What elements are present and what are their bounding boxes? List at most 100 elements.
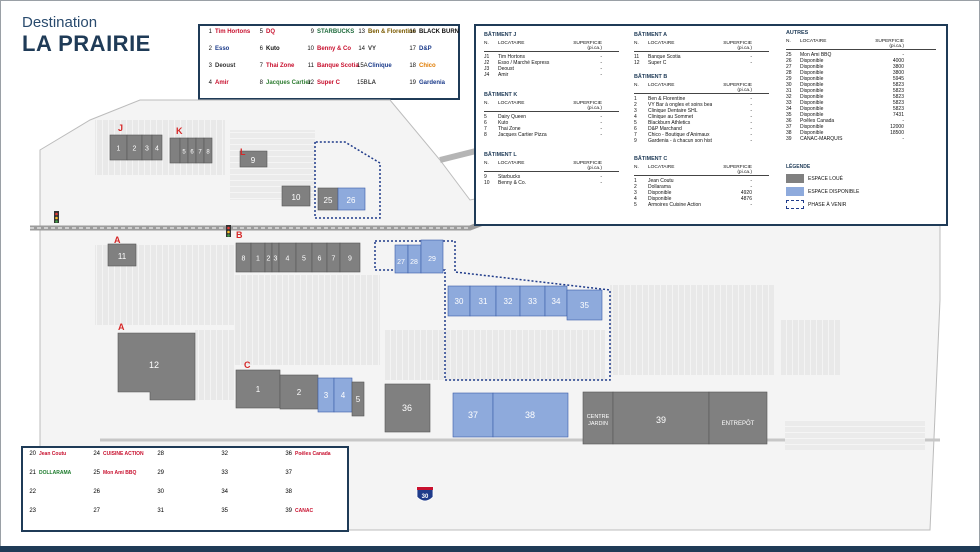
title-la-prairie: LA PRAIRIE bbox=[22, 31, 151, 56]
logo-number: 10 bbox=[307, 46, 314, 52]
building-l[interactable]: 9 10 bbox=[239, 150, 311, 207]
unit-31-label: 31 bbox=[479, 297, 488, 306]
logo-number: 20 bbox=[29, 451, 36, 457]
logo-brand: VY bbox=[368, 46, 377, 52]
logo-brand: Benny & Co bbox=[317, 46, 352, 52]
unit-36[interactable]: 36 bbox=[384, 383, 431, 433]
unit-c3-label: 3 bbox=[324, 391, 329, 400]
unit-b7-7-label: 7 bbox=[332, 256, 336, 263]
unit-c5-shape bbox=[351, 381, 365, 417]
logo-number: 19 bbox=[409, 80, 416, 86]
logo-number: 7 bbox=[259, 63, 263, 69]
logo-brand: Ben & Florentine bbox=[368, 29, 417, 35]
logo-brand: Tim Hortons bbox=[215, 29, 251, 35]
tenant-logo-37: 37 bbox=[283, 470, 295, 476]
entrepot-label: ENTREPÔT bbox=[722, 420, 755, 427]
logo-brand: Esso bbox=[215, 46, 230, 52]
logo-number: 17 bbox=[409, 46, 416, 52]
unit-j4-shape bbox=[151, 134, 163, 161]
tenant-logo-31: 31 bbox=[155, 508, 167, 514]
unit-c4-label: 4 bbox=[341, 391, 346, 400]
logo-brand: Mon Ami BBQ bbox=[103, 470, 137, 476]
unit-12[interactable]: 12 bbox=[117, 332, 196, 401]
units-37-38[interactable]: 37 38 bbox=[452, 392, 569, 438]
unit-j2-label: 2 bbox=[133, 146, 137, 153]
unit-26-label: 26 bbox=[347, 196, 356, 205]
legend-leased-label: ESPACE LOUÉ bbox=[808, 175, 843, 182]
logo-number: 36 bbox=[285, 451, 292, 457]
units-27-29[interactable]: 27 28 29 bbox=[394, 239, 444, 274]
unit-c2-shape bbox=[279, 374, 319, 410]
unit-25-label: 25 bbox=[324, 196, 333, 205]
units-25-26[interactable]: 25 26 bbox=[317, 187, 366, 211]
unit-33-label: 33 bbox=[528, 297, 537, 306]
logo-number: 26 bbox=[93, 489, 100, 495]
future-swatch bbox=[786, 200, 804, 209]
logo-number: 3 bbox=[208, 63, 212, 69]
table-title: AUTRES bbox=[786, 30, 809, 36]
table-title: BÂTIMENT B bbox=[634, 74, 668, 80]
tenant-logo-26: 26 bbox=[91, 489, 103, 495]
title-destination: Destination bbox=[22, 14, 98, 31]
logo-number: 21 bbox=[29, 470, 36, 476]
legend-available: ESPACE DISPONIBLE bbox=[786, 187, 859, 196]
unit-32-label: 32 bbox=[504, 297, 513, 306]
logo-number: 30 bbox=[157, 489, 164, 495]
building-letter-l-2: L bbox=[240, 147, 246, 157]
logo-brand: Amir bbox=[215, 80, 229, 86]
legend-future-label: PHASE À VENIR bbox=[808, 201, 847, 208]
logo-number: 15A bbox=[357, 63, 368, 69]
tenant-logo-28: 28 bbox=[155, 451, 167, 457]
unit-11[interactable]: 11 bbox=[107, 243, 137, 267]
unit-36-label: 36 bbox=[402, 403, 412, 413]
parking-lots bbox=[95, 120, 925, 450]
unit-b3-3-label: 3 bbox=[274, 256, 278, 263]
logo-number: 2 bbox=[208, 46, 212, 52]
table-title: BÂTIMENT C bbox=[634, 156, 668, 162]
logo-number: 35 bbox=[221, 508, 228, 514]
